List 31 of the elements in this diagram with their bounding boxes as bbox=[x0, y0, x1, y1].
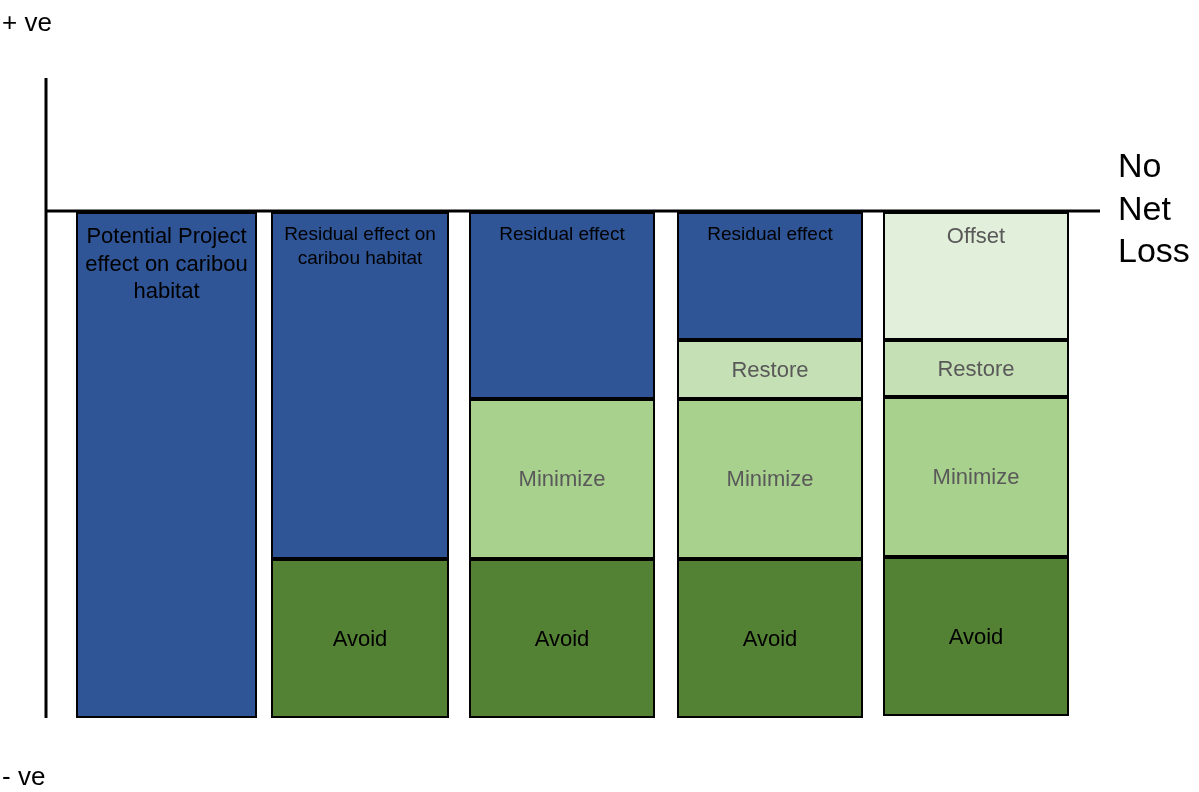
minimize-bar bbox=[677, 399, 863, 559]
effect-label: Potential Project effect on caribou habitat bbox=[84, 222, 249, 305]
restore-bar bbox=[883, 340, 1069, 397]
avoid-bar bbox=[883, 557, 1069, 716]
effect-label: Residual effect on caribou habitat bbox=[283, 222, 437, 270]
minimize-label: Minimize bbox=[932, 463, 1020, 491]
minimize-label: Minimize bbox=[726, 465, 814, 493]
avoid-label: Avoid bbox=[742, 624, 798, 653]
avoid-bar bbox=[271, 559, 449, 718]
minimize-bar bbox=[469, 399, 655, 559]
effect-bar bbox=[271, 212, 449, 559]
avoid-label: Avoid bbox=[948, 622, 1004, 651]
axis-label: + ve bbox=[2, 6, 53, 39]
offset-label: Offset bbox=[946, 222, 1006, 250]
effect-bar bbox=[76, 212, 257, 718]
axis-label: - ve bbox=[2, 760, 47, 792]
effect-bar bbox=[677, 212, 863, 340]
restore-bar bbox=[677, 340, 863, 399]
restore-label: Restore bbox=[937, 354, 1015, 383]
avoid-bar bbox=[677, 559, 863, 718]
avoid-bar bbox=[469, 559, 655, 718]
effect-label: Residual effect bbox=[499, 222, 625, 246]
axis-label: No Net Loss bbox=[1118, 145, 1191, 271]
minimize-bar bbox=[883, 397, 1069, 557]
minimize-label: Minimize bbox=[518, 465, 606, 493]
effect-bar bbox=[469, 212, 655, 399]
avoid-label: Avoid bbox=[332, 624, 388, 653]
avoid-label: Avoid bbox=[534, 624, 590, 653]
effect-label: Residual effect bbox=[707, 222, 833, 246]
offset-bar bbox=[883, 212, 1069, 340]
restore-label: Restore bbox=[731, 355, 809, 384]
